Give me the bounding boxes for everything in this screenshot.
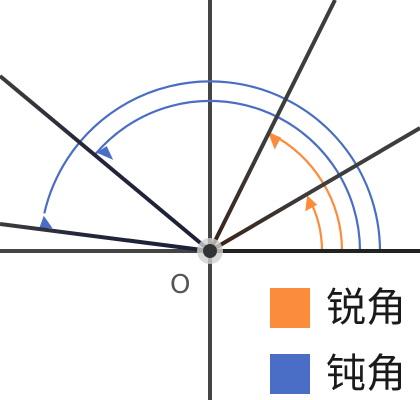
ray-acute-low [208,126,420,253]
obtuse-arrowhead-inner [96,146,114,160]
acute-arrowhead-inner [305,195,318,212]
ray-obtuse-low [0,222,211,253]
ray-obtuse-high [0,74,212,253]
obtuse-arc-inner [94,99,362,252]
acute-arc-outer [270,132,344,252]
obtuse-arrowhead-outer [39,215,53,229]
ray-acute-steep [208,0,337,252]
acute-arrowhead-outer [268,132,281,150]
legend-item-acute: 锐角 [270,286,420,330]
obtuse-arc-outer [43,80,382,252]
legend-swatch-obtuse [270,354,310,394]
legend-item-obtuse: 钝角 [270,352,420,396]
legend-label-obtuse: 钝角 [326,351,406,397]
legend-label-acute: 锐角 [326,285,406,331]
origin-point [203,244,217,258]
legend-swatch-acute [270,288,310,328]
origin-label: O [170,270,191,300]
